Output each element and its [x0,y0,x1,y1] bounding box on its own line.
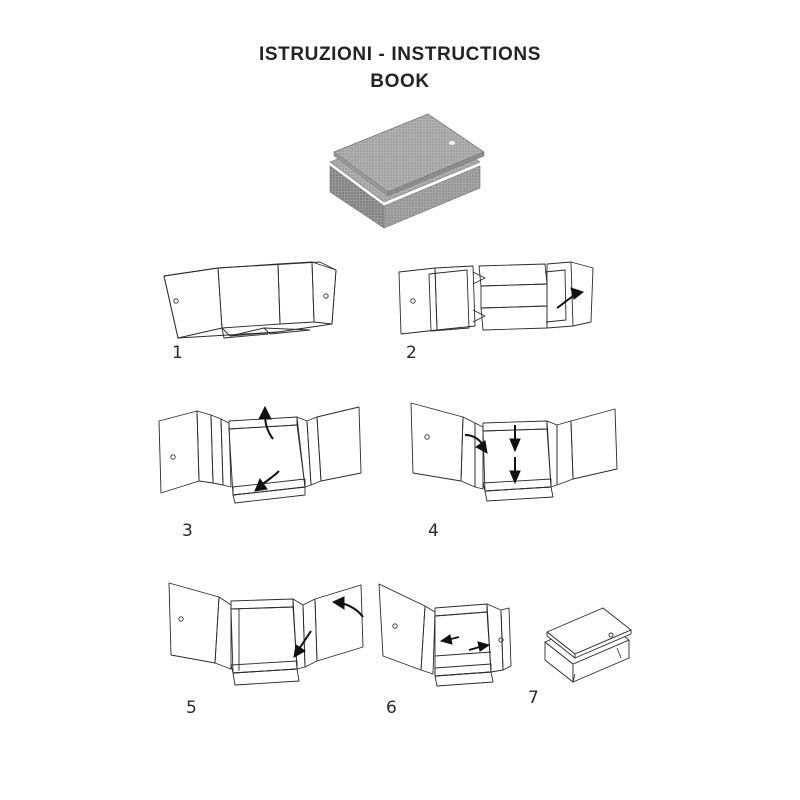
arrow-left-small [439,634,460,645]
step-figure-4 [405,395,620,510]
step-number-5: 5 [186,698,197,718]
step-figure-3 [155,395,365,510]
step-number-7: 7 [528,688,539,708]
arrow-curved-up [258,405,274,440]
rivet-hole [498,637,504,643]
arrow-right-small [468,641,491,652]
arrow-curved-down-left [464,434,488,454]
step-figure-5 [165,575,375,690]
step-figure-7 [535,598,645,693]
page-subtitle: BOOK [370,70,430,92]
page-title: ISTRUZIONI - INSTRUCTIONS [258,44,542,65]
step-number-1: 1 [172,343,183,363]
step-number-2: 2 [406,343,417,363]
rivet-hole [424,434,430,440]
arrow-curved-left-upper [331,596,364,618]
arrow-curved-right [556,287,585,309]
rivet-hole [178,616,184,622]
step-number-3: 3 [182,521,193,541]
rivet-hole [410,298,416,304]
rivet-hole [323,293,329,299]
rivet-hole [170,454,176,460]
step-number-4: 4 [428,521,439,541]
step-figure-1 [160,258,340,348]
closed-box-photo [312,96,502,236]
arrow-down-upper [509,425,521,453]
arrow-curved-left-lower [293,630,312,658]
rivet-hole [608,632,614,638]
rivet-hole [173,298,179,304]
step-figure-2 [395,258,595,348]
arrow-down-lower [509,457,521,485]
step-number-6: 6 [386,698,397,718]
step-figure-6 [375,578,520,690]
title-block: ISTRUZIONI - INSTRUCTIONS BOOK [0,44,800,93]
arrow-curved-down [254,470,280,492]
rivet-hole [392,623,398,629]
